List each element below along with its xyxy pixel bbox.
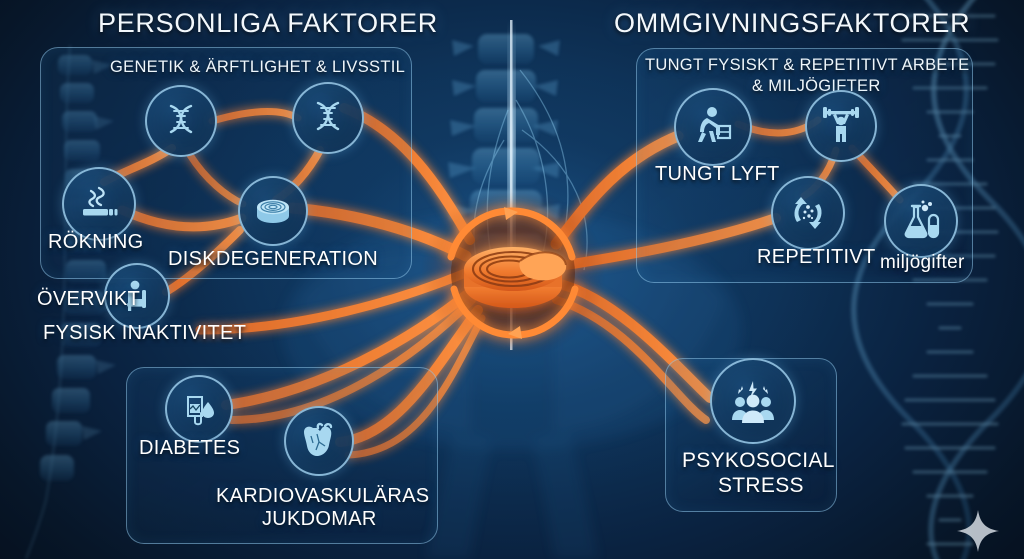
- node-dna-left[interactable]: [145, 85, 217, 157]
- node-label-cardiovascular-line2: JUKDOMAR: [262, 508, 377, 530]
- disc-body: [464, 247, 567, 308]
- panel-caption-genetics: GENETIK & ÄRFTLIGHET & LIVSSTIL: [110, 58, 406, 76]
- node-diabetes[interactable]: [165, 375, 233, 443]
- iv-drip-icon: [187, 396, 214, 426]
- node-dna-right[interactable]: [292, 82, 364, 154]
- spine-xray-center: [448, 34, 560, 270]
- node-label-toxins: miljögifter: [880, 252, 965, 273]
- recycle-arrows-icon: [794, 197, 822, 229]
- panel-caption-work-line2: & MILJÖGIFTER: [752, 77, 881, 95]
- node-repetitive[interactable]: [771, 176, 845, 250]
- nerve-filaments: [473, 69, 588, 271]
- spinal-disc-icon: [257, 199, 289, 223]
- node-toxins[interactable]: [884, 184, 958, 258]
- four-point-star-icon: [957, 510, 999, 552]
- weightlifter-icon: [823, 107, 859, 142]
- node-smoking[interactable]: [62, 167, 136, 241]
- panel-caption-work-line1: TUNGT FYSISKT & REPETITIVT ARBETE: [645, 56, 970, 74]
- dna-icon: [169, 104, 193, 134]
- node-label-diabetes: DIABETES: [139, 437, 241, 459]
- node-weightlifter[interactable]: [805, 90, 877, 162]
- node-label-heavy-lifting: TUNGT LYFT: [655, 163, 780, 185]
- node-label-smoking: RÖKNING: [48, 231, 144, 253]
- node-psychosocial-stress[interactable]: [710, 358, 796, 444]
- node-label-overweight: ÖVERVIKT: [37, 288, 141, 310]
- node-label-psychosocial-line1: PSYKOSOCIAL: [682, 449, 835, 472]
- heart-icon: [304, 422, 333, 456]
- dna-icon: [316, 101, 340, 131]
- rotation-ring: [447, 207, 579, 339]
- node-label-repetitive: REPETITIVT: [757, 246, 876, 268]
- cigarette-icon: [83, 186, 118, 216]
- node-heavy-lifting[interactable]: [674, 88, 752, 166]
- spine-glow-beam: [508, 20, 515, 350]
- lifting-box-icon: [698, 107, 732, 142]
- node-label-disk-degeneration: DISKDEGENERATION: [168, 248, 379, 270]
- stressed-group-icon: [732, 381, 774, 423]
- seated-person-icon: [127, 280, 146, 311]
- node-label-inactivity: FYSISK INAKTIVITET: [43, 322, 247, 344]
- node-disk-degeneration[interactable]: [238, 176, 308, 246]
- section-title-personal: PERSONLIGA FAKTORER: [98, 8, 438, 38]
- node-label-psychosocial-line2: STRESS: [718, 474, 804, 497]
- spinal-disc-hub: [421, 187, 605, 359]
- node-seated-person[interactable]: [104, 263, 170, 329]
- flask-testtube-icon: [904, 200, 940, 239]
- node-cardiovascular[interactable]: [284, 406, 354, 476]
- section-title-environmental: OMMGIVNINGSFAKTORER: [614, 8, 971, 38]
- spine-glow-core: [510, 20, 513, 350]
- node-label-cardiovascular-line1: KARDIOVASKULÄRAS: [216, 485, 430, 507]
